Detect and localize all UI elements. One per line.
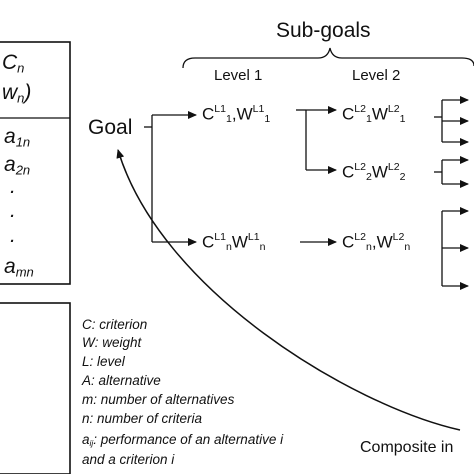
subgoals-title: Sub-goals — [276, 19, 371, 42]
legend-item: L: level — [82, 354, 125, 369]
goal-label: Goal — [88, 116, 133, 139]
legend-item: and a criterion i — [82, 452, 175, 467]
matrix-box — [0, 41, 71, 285]
matrix-row: a2n — [4, 153, 31, 178]
composite-curve-arrow — [116, 149, 461, 431]
composite-label: Composite in — [360, 439, 454, 456]
matrix-row: amn — [4, 255, 34, 280]
legend-item: m: number of alternatives — [82, 392, 235, 407]
subgoals-brace — [182, 47, 474, 69]
matrix-row: . — [10, 175, 16, 198]
legend-item: aij: performance of an alternative i — [82, 432, 284, 449]
node-l2-c: CL2n,WL2n — [342, 231, 411, 253]
legend-item: A: alternative — [82, 373, 161, 388]
matrix-row: . — [10, 224, 16, 247]
matrix-row: a1n — [4, 125, 31, 150]
node-l2-b: CL22WL22 — [342, 161, 406, 183]
matrix-row: . — [10, 199, 16, 222]
legend-item: C: criterion — [82, 317, 148, 332]
legend-box — [0, 302, 71, 474]
node-l1-top: CL11,WL11 — [202, 103, 271, 125]
legend-item: W: weight — [82, 335, 142, 350]
legend-item: n: number of criteria — [82, 411, 203, 426]
node-l2-a: CL21WL21 — [342, 103, 406, 125]
level1-label: Level 1 — [214, 67, 263, 84]
matrix-header-c: Cn — [2, 51, 25, 76]
node-l1-bottom: CL1nWL1n — [202, 231, 266, 253]
level2-label: Level 2 — [352, 67, 401, 84]
matrix-header-w: wn) — [2, 81, 32, 106]
